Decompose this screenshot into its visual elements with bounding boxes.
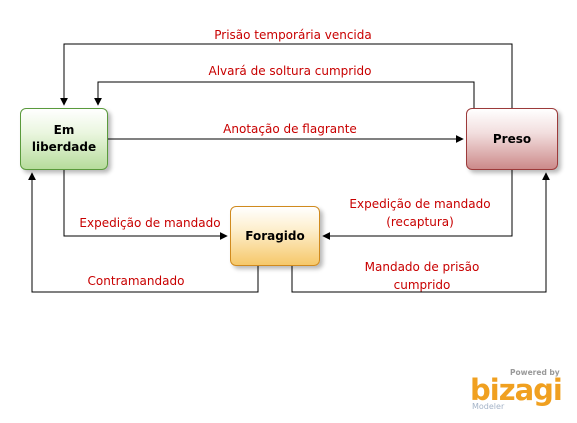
edge-warrant-fulfilled[interactable]: [291, 172, 550, 293]
state-prison-node[interactable]: Preso: [466, 108, 558, 170]
edge-label-release-order: Alvará de soltura cumprido: [208, 64, 372, 78]
bizagi-wordmark: bizagi: [470, 373, 563, 407]
edge-label-warrant-fulfilled: Mandado de prisão cumprido: [364, 260, 480, 292]
edge-label-warrant-issued: Expedição de mandado: [79, 216, 221, 230]
bizagi-logo: Powered by bizagi Modeler: [470, 368, 563, 414]
state-fugitive-node[interactable]: Foragido: [230, 206, 320, 266]
edge-label-temp-prison-expired: Prisão temporária vencida: [214, 28, 372, 42]
edge-warrant-issued[interactable]: [63, 170, 228, 240]
modeler-text: Modeler: [472, 402, 505, 411]
edge-countermand[interactable]: [28, 172, 259, 293]
state-fugitive-label: Foragido: [245, 228, 305, 243]
edge-label-flagrant: Anotação de flagrante: [223, 122, 357, 136]
edge-label-countermand: Contramandado: [87, 274, 185, 288]
powered-by-text: Powered by: [510, 368, 560, 377]
edge-label-recapture-warrant: Expedição de mandado (recaptura): [349, 197, 491, 229]
state-free-label: Em liberdade: [31, 123, 97, 154]
state-prison-label: Preso: [492, 131, 532, 146]
edge-temp-prison-expired[interactable]: [60, 43, 513, 108]
edge-release-order[interactable]: [94, 81, 475, 108]
edge-recapture-warrant[interactable]: [322, 170, 513, 240]
state-free-node[interactable]: Em liberdade: [20, 108, 108, 170]
